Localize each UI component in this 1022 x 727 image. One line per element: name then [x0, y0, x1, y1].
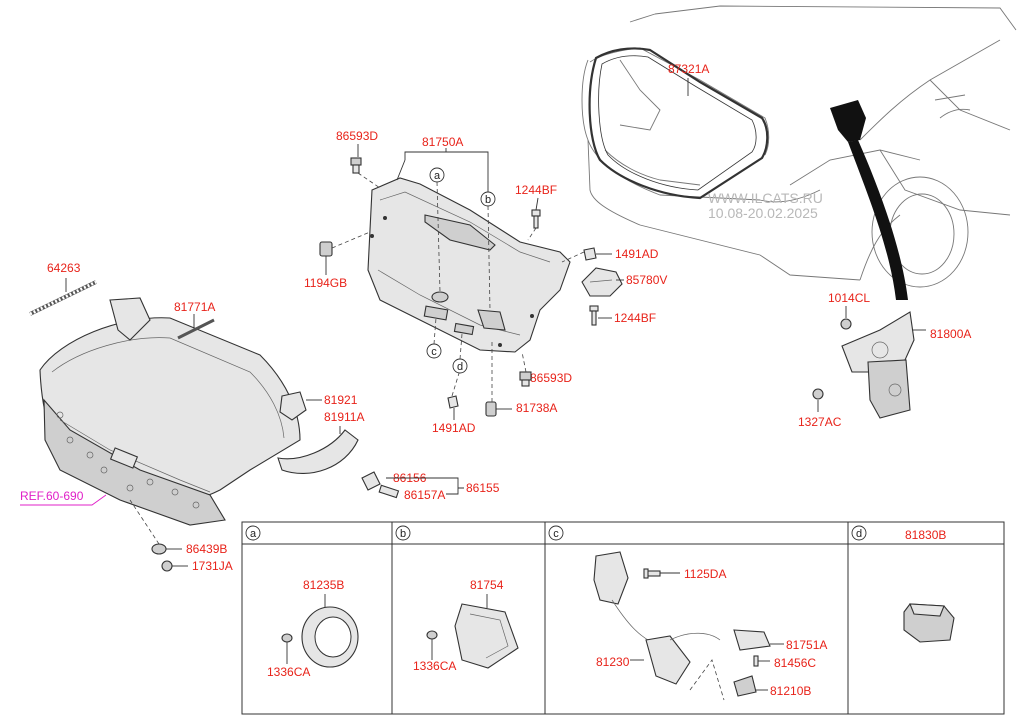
- nut-1731JA: [161, 560, 173, 572]
- label-1491AD-top: 1491AD: [615, 247, 659, 261]
- label-81800A: 81800A: [930, 327, 971, 341]
- label-1125DA: 1125DA: [684, 567, 726, 581]
- svg-text:b: b: [400, 528, 406, 540]
- handle-85780V: [581, 267, 623, 297]
- label-81751A: 81751A: [786, 638, 827, 652]
- label-81230: 81230: [596, 655, 630, 669]
- label-87321A: 87321A: [668, 62, 709, 76]
- emblem-86157A: [378, 484, 400, 499]
- label-64263: 64263: [47, 261, 81, 275]
- svg-text:d: d: [457, 361, 463, 373]
- label-81921: 81921: [324, 393, 358, 407]
- label-81771A: 81771A: [174, 300, 215, 314]
- label-81210B: 81210B: [770, 684, 811, 698]
- clip-1336CA-a: [281, 633, 293, 643]
- trunk-trim-panel: [367, 177, 571, 353]
- grommet-1194GB: [319, 241, 333, 257]
- label-1491AD-low: 1491AD: [432, 421, 476, 435]
- torsion-spring-64263: [29, 280, 97, 316]
- bolt-1244BF-top: [531, 209, 541, 229]
- watermark-line2: 10.08-20.02.2025: [708, 205, 818, 221]
- svg-text:a: a: [434, 170, 441, 182]
- clip-1336CA-b: [426, 630, 438, 640]
- label-1731JA: 1731JA: [192, 559, 233, 573]
- bumper-81738A: [485, 401, 497, 417]
- bolt-1244BF-mid: [589, 305, 599, 326]
- callout-b: b: [480, 191, 496, 207]
- svg-text:c: c: [553, 528, 559, 540]
- label-1336CA-a: 1336CA: [267, 665, 310, 679]
- hinge-right: [279, 391, 307, 421]
- latch-81230: [645, 635, 691, 685]
- screw-81456C: [753, 655, 759, 667]
- label-1244BF-mid: 1244BF: [614, 311, 656, 325]
- detail-box-c: c 1125DA 81230 81751A 81456C 81210B: [548, 525, 827, 701]
- label-81456C: 81456C: [774, 656, 816, 670]
- watermark-line1: WWW.ILCATS.RU: [708, 190, 823, 206]
- svg-text:d: d: [856, 528, 862, 540]
- label-86155: 86155: [466, 481, 500, 495]
- detail-box-d: d 81830B: [851, 525, 955, 643]
- detail-box-b: b 81754 1336CA: [395, 525, 519, 673]
- label-86439B: 86439B: [186, 542, 227, 556]
- detail-box-a: a 81235B 1336CA: [245, 525, 359, 679]
- label-81235B: 81235B: [303, 578, 344, 592]
- bumper-86439B: [151, 543, 167, 555]
- label-81750A: 81750A: [422, 135, 463, 149]
- svg-text:a: a: [250, 528, 257, 540]
- latch-upper: [593, 551, 629, 605]
- callout-a: a: [429, 167, 445, 183]
- svg-text:b: b: [485, 194, 491, 206]
- nut-1014CL: [840, 318, 852, 330]
- label-1336CA-b: 1336CA: [413, 659, 456, 673]
- clip-86593D-top: [350, 157, 362, 174]
- emblem-86156: [361, 471, 381, 491]
- label-1327AC: 1327AC: [798, 415, 842, 429]
- label-81911A: 81911A: [324, 410, 364, 424]
- bolt-1125DA: [643, 568, 661, 579]
- clip-86593D-mid: [519, 371, 532, 387]
- nut-1327AC: [812, 388, 824, 400]
- label-86157A: 86157A: [404, 488, 445, 502]
- label-1014CL: 1014CL: [828, 291, 870, 305]
- trunk-lid: [39, 317, 301, 526]
- label-86593D-top: 86593D: [336, 129, 378, 143]
- button-81210B: [733, 675, 757, 697]
- label-81830B: 81830B: [905, 528, 946, 542]
- hinge-bracket-81911A: [277, 429, 359, 474]
- clip-1491AD-low: [447, 395, 459, 409]
- svg-text:c: c: [431, 346, 437, 358]
- clip-1491AD-top: [583, 247, 597, 261]
- switch-81751A: [733, 629, 771, 651]
- actuator-81800A: [841, 311, 915, 419]
- label-1244BF-top: 1244BF: [515, 183, 557, 197]
- ref-60-690[interactable]: REF.60-690: [20, 489, 84, 503]
- label-86593D-mid: 86593D: [530, 371, 572, 385]
- label-85780V: 85780V: [626, 273, 667, 287]
- label-1194GB: 1194GB: [304, 276, 347, 290]
- detail-table: [241, 521, 1005, 715]
- callout-d: d: [452, 358, 468, 374]
- label-81754: 81754: [470, 578, 504, 592]
- label-81738A: 81738A: [516, 401, 557, 415]
- hinge-left: [109, 297, 151, 341]
- cover-81754: [454, 603, 519, 669]
- callout-c: c: [426, 343, 442, 359]
- car-rear-illustration: [581, 5, 1017, 300]
- rod-81771A: [177, 318, 215, 340]
